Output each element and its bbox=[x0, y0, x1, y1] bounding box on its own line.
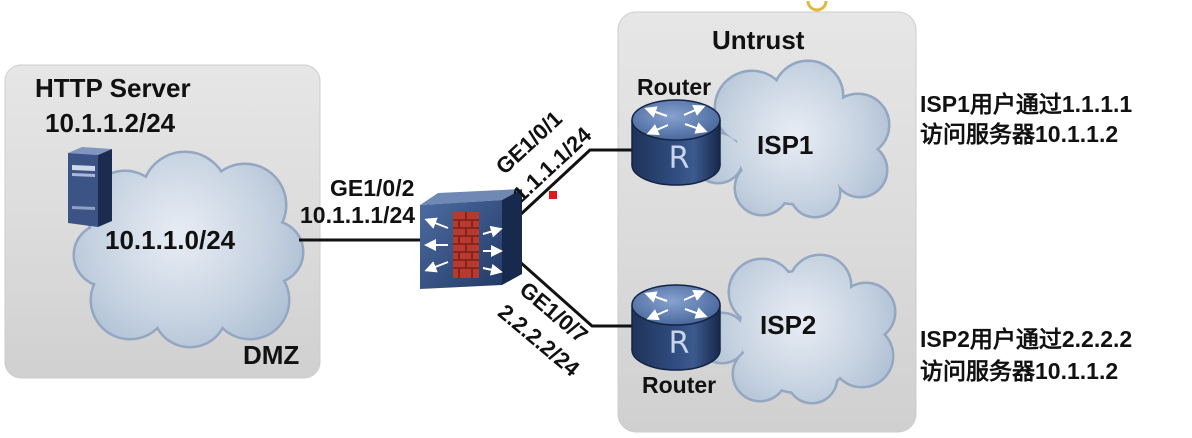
note-isp1-line2: 访问服务器10.1.1.2 bbox=[920, 121, 1118, 147]
isp2-label: ISP2 bbox=[760, 310, 816, 340]
arrow-left-icon bbox=[424, 217, 449, 229]
isp1-label: ISP1 bbox=[757, 130, 813, 160]
traffic-arrows bbox=[424, 217, 503, 276]
red-marker bbox=[549, 191, 557, 199]
firewall-side bbox=[502, 189, 522, 285]
server-side bbox=[98, 149, 112, 227]
router-top bbox=[631, 99, 721, 141]
server-top bbox=[68, 147, 112, 155]
server-front bbox=[68, 153, 98, 227]
router-isp2: R bbox=[631, 284, 721, 371]
router-isp1-label: Router bbox=[637, 74, 711, 100]
firewall-icon bbox=[420, 189, 522, 289]
brick-mortar bbox=[453, 212, 479, 278]
if-dmz-ip: 10.1.1.1/24 bbox=[300, 202, 415, 228]
server-bay bbox=[72, 173, 95, 177]
router-arrows-icon bbox=[644, 104, 708, 136]
server-title: HTTP Server bbox=[35, 73, 191, 103]
untrust-zone-label: Untrust bbox=[712, 25, 805, 55]
arrow-right-icon bbox=[482, 225, 503, 238]
firewall-top bbox=[420, 189, 522, 205]
server-icon bbox=[68, 147, 112, 227]
cursor-highlight bbox=[806, 0, 828, 12]
dmz-zone-label: DMZ bbox=[243, 340, 299, 370]
server-ip: 10.1.1.2/24 bbox=[45, 108, 176, 138]
router-isp2-label: Router bbox=[642, 372, 716, 398]
server-vent bbox=[72, 206, 95, 210]
note-isp2-line2: 访问服务器10.1.1.2 bbox=[920, 358, 1118, 384]
note-isp1: ISP1用户通过1.1.1.1 访问服务器10.1.1.2 bbox=[920, 91, 1132, 147]
arrow-right-icon bbox=[482, 263, 503, 276]
router-glyph: R bbox=[669, 141, 690, 176]
server-bay bbox=[72, 165, 95, 171]
link-isp1 bbox=[518, 148, 640, 217]
if-dmz-name: GE1/0/2 bbox=[330, 175, 414, 201]
router-top bbox=[631, 284, 721, 326]
note-isp1-line1: ISP1用户通过1.1.1.1 bbox=[920, 91, 1132, 117]
router-arrows-icon bbox=[644, 289, 708, 321]
router-isp1: R bbox=[631, 99, 721, 186]
router-glyph: R bbox=[669, 326, 690, 361]
note-isp2-line1: ISP2用户通过2.2.2.2 bbox=[920, 326, 1132, 352]
link-isp2 bbox=[519, 260, 640, 328]
dmz-network-label: 10.1.1.0/24 bbox=[105, 225, 236, 255]
arrow-left-icon bbox=[424, 261, 449, 273]
note-isp2: ISP2用户通过2.2.2.2 访问服务器10.1.1.2 bbox=[920, 326, 1132, 384]
